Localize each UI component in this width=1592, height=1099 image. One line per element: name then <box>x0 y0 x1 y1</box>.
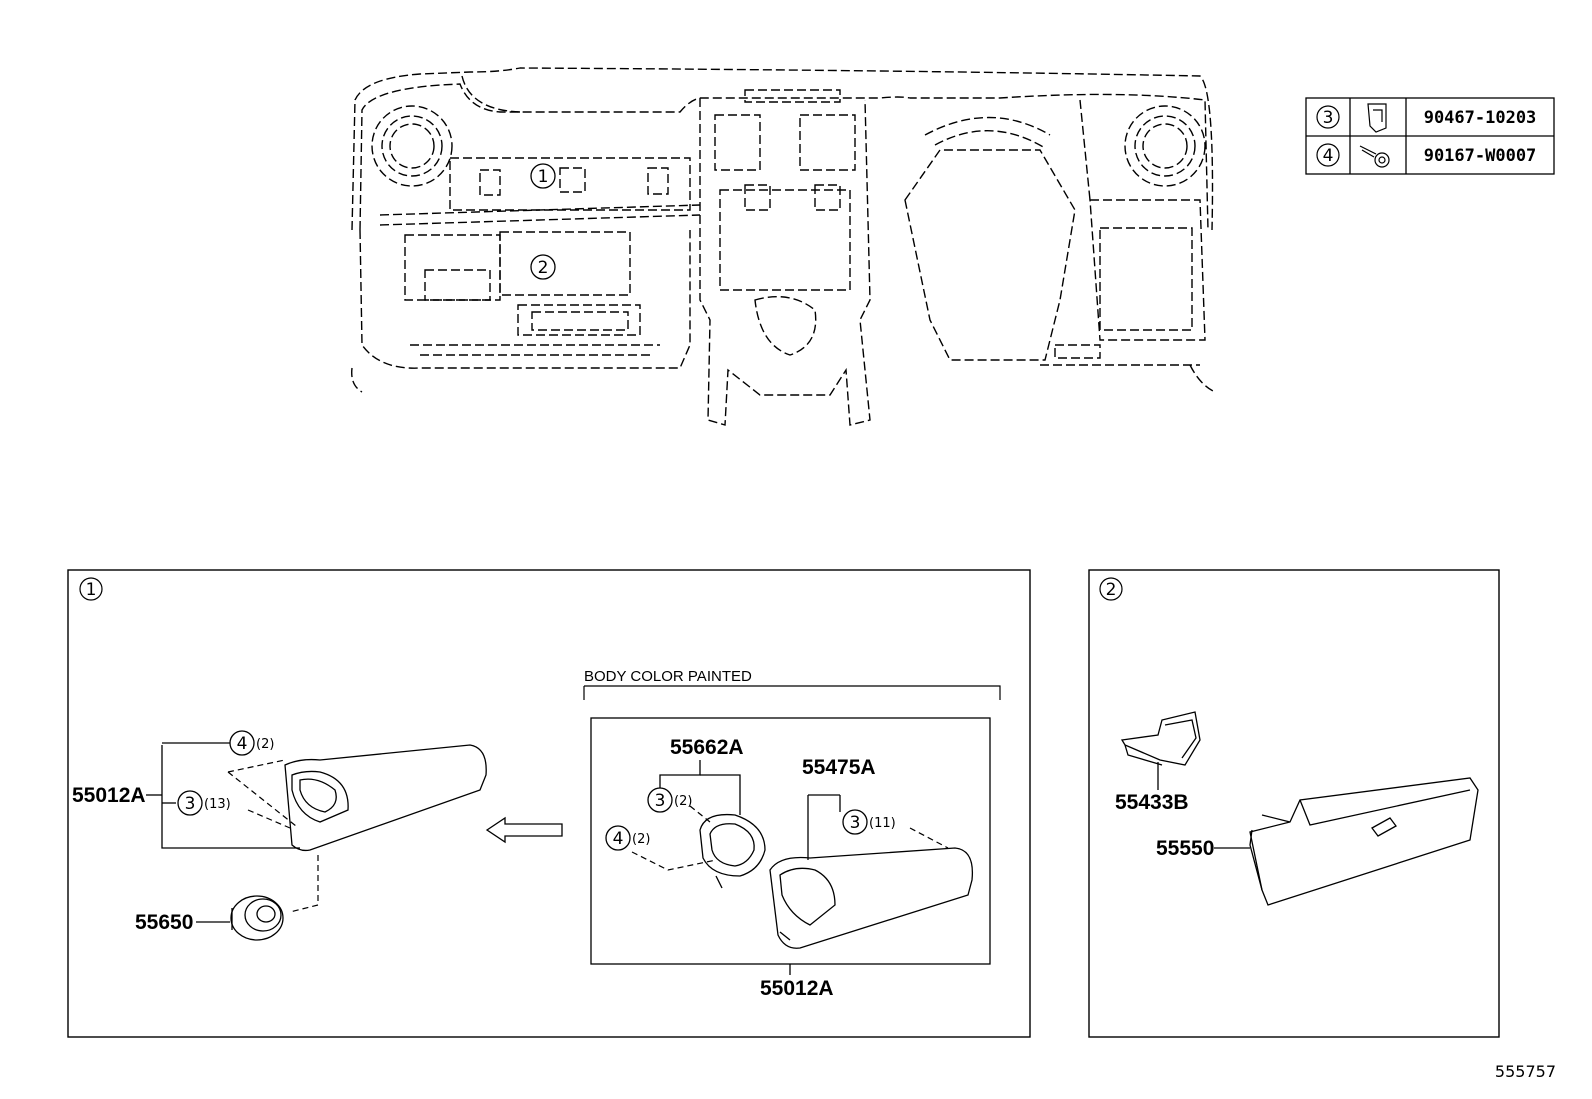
fastener-4-left: 4 (2) <box>229 730 274 756</box>
svg-text:90167-W0007: 90167-W0007 <box>1424 146 1537 166</box>
svg-text:(2): (2) <box>632 832 650 847</box>
glove-box-drawing <box>1249 777 1479 906</box>
panel-1-ref: 1 <box>79 577 103 601</box>
fastener-4-right: 4 (2) <box>605 825 650 851</box>
svg-text:3: 3 <box>655 791 666 811</box>
part-label-55475A: 55475A <box>802 756 876 779</box>
body-color-painted-label: BODY COLOR PAINTED <box>584 668 752 685</box>
part-label-55012A-bottom: 55012A <box>760 977 834 1000</box>
right-assembly: 55662A 3 (2) 4 (2) <box>605 736 974 1000</box>
svg-text:90467-10203: 90467-10203 <box>1424 108 1537 128</box>
svg-text:4: 4 <box>613 829 624 849</box>
svg-text:1: 1 <box>86 580 97 600</box>
panel-1: 1 55012A 4 (2) 3 (13) <box>67 569 1031 1038</box>
overview-callout-1: 1 <box>530 163 556 189</box>
cap-55650-drawing <box>230 895 284 941</box>
part-label-55012A-left: 55012A <box>72 784 146 807</box>
direction-arrow <box>485 816 563 844</box>
svg-text:3: 3 <box>1323 108 1334 128</box>
clip-icon <box>1367 103 1387 133</box>
svg-text:4: 4 <box>237 734 248 754</box>
fastener-3-right-top: 3 (2) <box>647 787 692 813</box>
painted-trim-panel-drawing <box>769 847 974 949</box>
dashboard-overview-drawing <box>351 67 1216 426</box>
fastener-3-right-bottom: 3 (11) <box>842 809 896 835</box>
screw-icon <box>1359 145 1390 168</box>
svg-text:2: 2 <box>1106 580 1117 600</box>
panel-2: 2 55433B 55550 <box>1088 569 1500 1038</box>
legend-row-3: 3 90467-10203 <box>1316 103 1537 133</box>
part-label-55662A: 55662A <box>670 736 744 759</box>
upper-cover-drawing <box>1120 711 1201 766</box>
svg-text:(2): (2) <box>674 794 692 809</box>
side-trim-panel-drawing <box>284 744 487 852</box>
svg-text:4: 4 <box>1323 146 1334 166</box>
svg-text:2: 2 <box>538 258 549 278</box>
left-assembly: 55012A 4 (2) 3 (13) <box>72 730 487 941</box>
fastener-3-left: 3 (13) <box>177 790 231 816</box>
panel-2-ref: 2 <box>1099 577 1123 601</box>
svg-text:(13): (13) <box>204 797 231 812</box>
svg-text:3: 3 <box>185 794 196 814</box>
part-label-55433B: 55433B <box>1115 791 1189 814</box>
vent-bezel-drawing <box>699 813 766 889</box>
fastener-legend-table: 3 90467-10203 4 90167-W0007 <box>1305 97 1555 175</box>
part-label-55550: 55550 <box>1156 837 1214 860</box>
overview-callout-2: 2 <box>530 254 556 280</box>
svg-text:1: 1 <box>538 167 549 187</box>
legend-row-4: 4 90167-W0007 <box>1316 143 1537 168</box>
svg-text:3: 3 <box>850 813 861 833</box>
part-label-55650: 55650 <box>135 911 193 934</box>
svg-text:(11): (11) <box>869 816 896 831</box>
document-number: 555757 <box>1495 1062 1556 1081</box>
svg-text:(2): (2) <box>256 737 274 752</box>
